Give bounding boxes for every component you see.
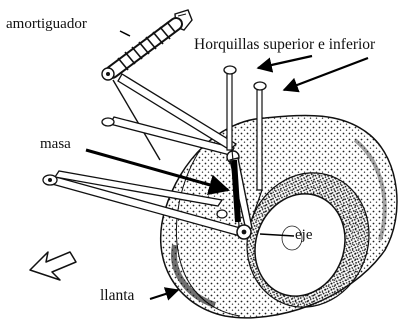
label-tire: llanta xyxy=(100,288,134,304)
label-axle: eje xyxy=(295,228,312,243)
arrow-to-arm-right xyxy=(284,58,368,90)
arrow-to-tire xyxy=(150,290,178,299)
label-shock-absorber: amortiguador xyxy=(6,17,87,32)
direction-arrow-icon xyxy=(30,252,76,280)
upper-control-arm xyxy=(102,74,239,163)
arrow-to-arm-left xyxy=(258,56,312,68)
label-mass: masa xyxy=(40,137,71,152)
label-control-arms: Horquillas superior e inferior xyxy=(194,37,375,53)
arrow-to-shock xyxy=(120,31,130,36)
